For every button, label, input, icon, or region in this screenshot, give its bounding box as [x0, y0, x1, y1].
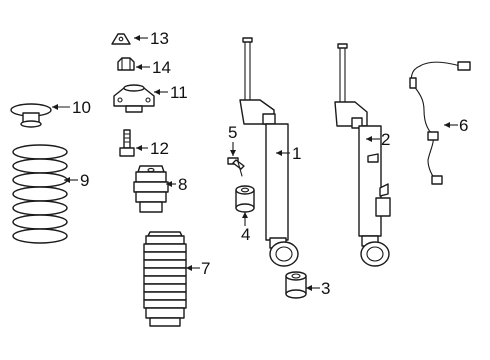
callout-11: 11 — [170, 83, 188, 102]
spring-seat — [10, 103, 52, 128]
sensor-harness — [409, 61, 471, 185]
bushing — [235, 185, 255, 213]
callout-5: 5 — [228, 123, 237, 142]
upper-mount — [113, 84, 155, 113]
bolt — [227, 157, 245, 177]
cap — [111, 33, 131, 45]
lower-bushing — [285, 271, 307, 299]
callout-13: 13 — [150, 29, 169, 48]
shock-absorber-right — [334, 43, 391, 267]
callout-12: 12 — [150, 139, 169, 158]
callout-4: 4 — [241, 225, 250, 244]
dust-boot — [143, 231, 187, 327]
callout-2: 2 — [381, 130, 390, 149]
leader-lines — [52, 35, 458, 291]
mount-bolt — [119, 129, 135, 157]
nut — [117, 57, 135, 71]
callout-3: 3 — [321, 279, 330, 298]
bump-stop — [133, 165, 169, 213]
callout-6: 6 — [459, 116, 468, 135]
callout-10: 10 — [72, 98, 91, 117]
shock-absorber-left — [239, 37, 299, 267]
callout-1: 1 — [292, 144, 301, 163]
coil-spring — [12, 144, 68, 244]
callout-9: 9 — [80, 171, 89, 190]
callout-8: 8 — [178, 175, 187, 194]
callout-14: 14 — [152, 58, 171, 77]
callout-7: 7 — [201, 259, 210, 278]
